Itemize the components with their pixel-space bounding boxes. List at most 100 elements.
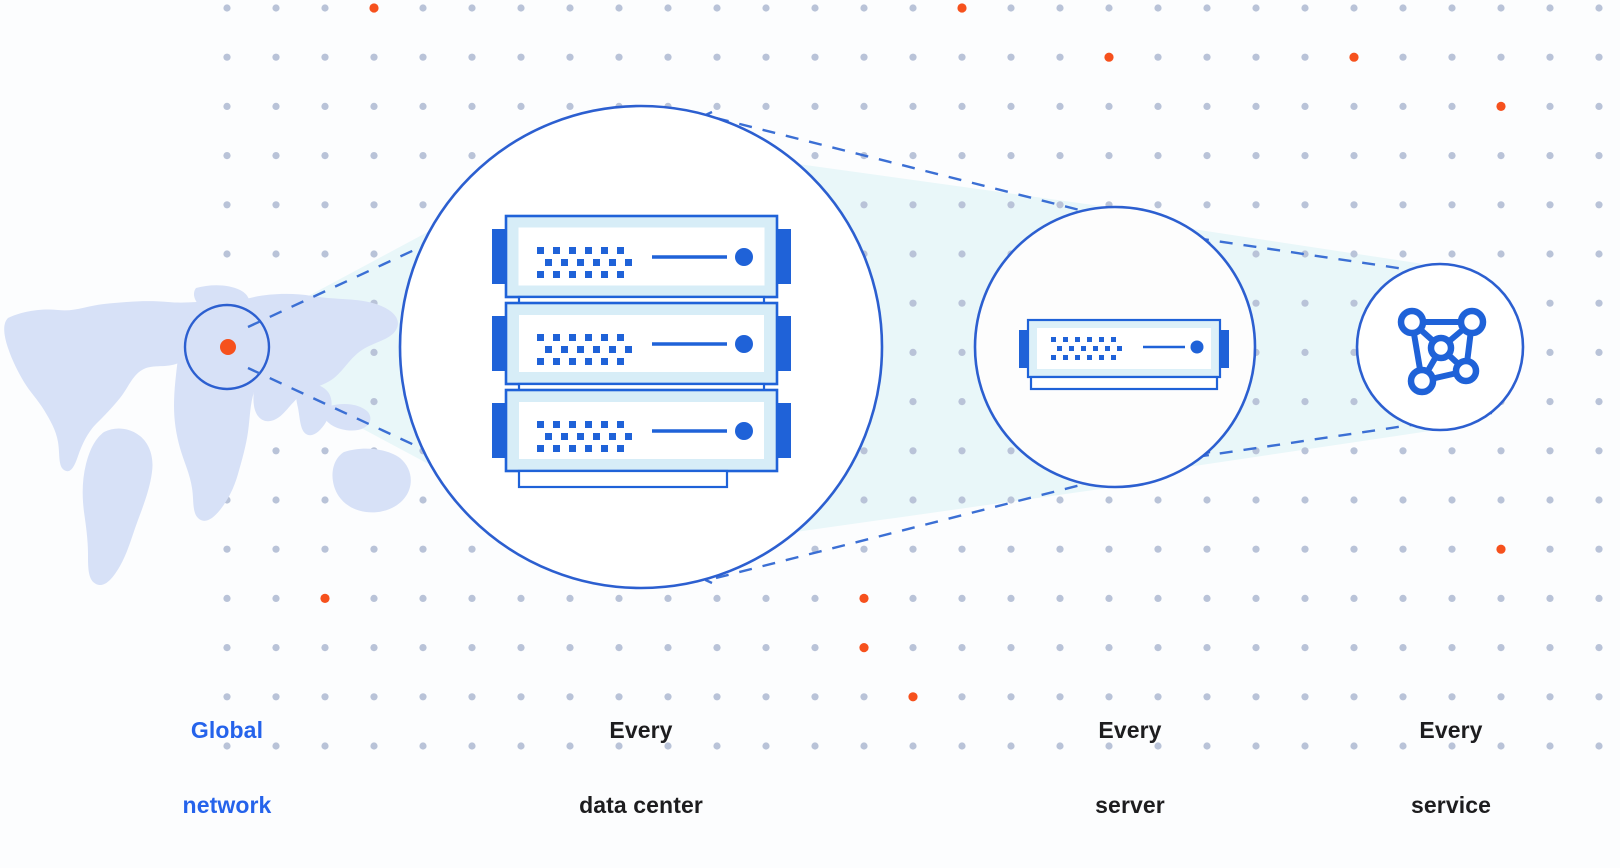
grid-dot	[860, 447, 868, 455]
grid-dot	[321, 201, 329, 209]
grid-dot	[1154, 693, 1162, 701]
grid-dot	[1301, 348, 1309, 356]
grid-dot	[1252, 4, 1260, 12]
label-every-service-line2: service	[1411, 792, 1491, 818]
grid-dot	[566, 594, 574, 603]
grid-dot	[958, 201, 966, 209]
network-nodes-icon	[1397, 307, 1487, 396]
grid-dot	[1350, 594, 1358, 603]
grid-dot	[1301, 742, 1309, 750]
grid-dot	[1203, 201, 1211, 209]
grid-dot	[1203, 53, 1211, 61]
grid-dot	[811, 4, 819, 12]
grid-dot	[1105, 102, 1113, 110]
grid-dot	[223, 693, 231, 701]
grid-dot	[615, 693, 623, 701]
grid-dot	[1546, 496, 1554, 504]
grid-dot	[1595, 102, 1603, 110]
grid-dot	[860, 4, 868, 12]
grid-dot	[566, 53, 574, 61]
grid-dot	[1252, 398, 1260, 406]
grid-dot	[272, 447, 280, 455]
grid-dot	[468, 644, 476, 652]
grid-dot	[860, 742, 868, 750]
grid-dot	[909, 644, 917, 652]
grid-dot	[1056, 53, 1064, 61]
grid-dot	[370, 53, 378, 61]
grid-dot	[1252, 201, 1260, 209]
grid-dot	[860, 53, 868, 61]
grid-dot	[1056, 644, 1064, 652]
grid-dot	[1154, 742, 1162, 750]
label-every-data-center-line2: data center	[579, 792, 703, 818]
grid-dot	[1056, 4, 1064, 12]
grid-dot	[958, 644, 966, 652]
accent-dot	[1496, 544, 1506, 554]
grid-dot	[713, 4, 721, 12]
accent-dot	[908, 692, 918, 702]
grid-dot	[321, 102, 329, 110]
grid-dot	[419, 4, 427, 12]
grid-dot	[272, 496, 280, 504]
grid-dot	[1350, 398, 1358, 406]
grid-dot	[1497, 4, 1505, 12]
grid-dot	[321, 4, 329, 12]
grid-dot	[1007, 447, 1015, 455]
grid-dot	[370, 693, 378, 701]
grid-dot	[223, 594, 231, 603]
led-matrix-server	[1051, 337, 1122, 360]
grid-dot	[419, 693, 427, 701]
grid-dot	[1546, 545, 1554, 553]
grid-dot	[713, 693, 721, 701]
grid-dot	[1301, 102, 1309, 110]
grid-dot	[1497, 201, 1505, 209]
grid-dot	[762, 4, 770, 12]
accent-dot	[859, 593, 869, 604]
grid-dot	[1399, 693, 1407, 701]
grid-dot	[909, 545, 917, 553]
accent-dot	[1496, 101, 1506, 111]
grid-dot	[1154, 152, 1162, 160]
grid-dot	[909, 4, 917, 12]
accent-dot	[369, 3, 379, 13]
grid-dot	[664, 644, 672, 652]
grid-dot	[468, 693, 476, 701]
grid-dot	[958, 447, 966, 455]
grid-dot	[1546, 250, 1554, 258]
grid-dot	[1252, 299, 1260, 307]
grid-dot	[1497, 152, 1505, 160]
grid-dot	[1007, 545, 1015, 553]
grid-dot	[566, 4, 574, 12]
label-every-data-center-line1: Every	[609, 717, 673, 743]
grid-dot	[1497, 496, 1505, 504]
grid-dot	[615, 53, 623, 61]
grid-dot	[419, 53, 427, 61]
grid-dot	[223, 53, 231, 61]
grid-dot	[1056, 742, 1064, 750]
label-global-network-line2: network	[182, 792, 272, 818]
grid-dot	[321, 152, 329, 160]
grid-dot	[713, 594, 721, 603]
grid-dot	[1203, 742, 1211, 750]
grid-dot	[1595, 152, 1603, 160]
grid-dot	[1350, 102, 1358, 110]
grid-dot	[1056, 693, 1064, 701]
grid-dot	[566, 693, 574, 701]
label-every-server-line2: server	[1095, 792, 1165, 818]
grid-dot	[272, 742, 280, 750]
grid-dot	[1007, 496, 1015, 504]
grid-dot	[1007, 53, 1015, 61]
grid-dot	[1203, 545, 1211, 553]
grid-dot	[1203, 4, 1211, 12]
grid-dot	[1399, 4, 1407, 12]
grid-dot	[517, 644, 525, 652]
grid-dot	[713, 102, 721, 110]
grid-dot	[468, 53, 476, 61]
grid-dot	[1546, 152, 1554, 160]
grid-dot	[370, 348, 378, 356]
grid-dot	[958, 250, 966, 258]
grid-dot	[1448, 594, 1456, 603]
grid-dot	[1203, 594, 1211, 603]
grid-dot	[1350, 496, 1358, 504]
grid-dot	[1252, 644, 1260, 652]
